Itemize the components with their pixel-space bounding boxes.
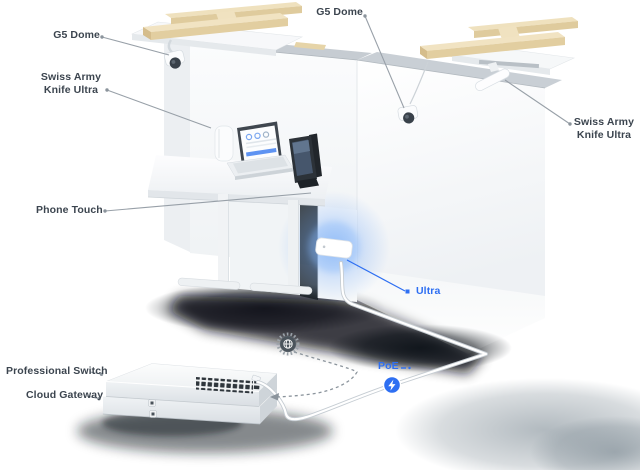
desk-devices [214,121,322,189]
switch-ports [196,377,253,394]
g5-dome-camera-left [164,39,185,69]
label-line: Knife Ultra [576,128,632,141]
right-wall-fade [357,268,545,354]
leader-lines [86,15,571,400]
poe-cable [256,261,488,422]
swiss-army-knife-ultra-desk [214,125,234,162]
desk-leg-left [177,194,241,290]
desk-leg-right [249,200,313,295]
swiss-army-knife-ultra-mounted [475,62,510,91]
cloud-gateway-unit [102,389,277,425]
rack-stack [102,363,278,425]
label-professional-switch[interactable]: Professional Switch [6,365,108,377]
professional-switch-unit [105,363,278,407]
right-mounting-rail [397,17,578,124]
label-swiss-army-knife-right[interactable]: Swiss Army Knife Ultra [571,116,637,141]
label-swiss-army-knife-left[interactable]: Swiss Army Knife Ultra [36,71,106,96]
camera-lens [169,57,181,69]
lightning-bolt-icon [388,379,396,391]
label-poe[interactable]: PoE [378,360,399,372]
ultra-leader [346,259,410,294]
wood-rail-left [143,2,302,40]
internet-uplink-line [270,332,358,401]
label-g5-dome-top[interactable]: G5 Dome [316,6,363,18]
camera-lens [403,112,415,124]
counter-skirt [148,190,325,206]
label-phone-touch[interactable]: Phone Touch [36,204,103,216]
label-g5-dome-left[interactable]: G5 Dome [53,29,100,41]
left-wall-side [164,41,190,252]
poe-injector [382,366,411,395]
left-mounting-rail [130,2,304,69]
globe-icon [276,332,300,356]
right-wall-cap [357,52,562,88]
label-ultra[interactable]: Ultra [416,285,441,297]
laptop [226,121,294,180]
label-cloud-gateway[interactable]: Cloud Gateway [26,389,104,401]
label-line: Swiss Army [573,116,635,128]
label-line: Swiss Army [40,71,102,83]
g5-dome-camera-right [397,61,429,124]
label-line: Knife Ultra [43,83,99,96]
leader-dots [97,14,572,401]
wood-rail-right [420,17,578,59]
phone-touch-device [289,133,322,189]
